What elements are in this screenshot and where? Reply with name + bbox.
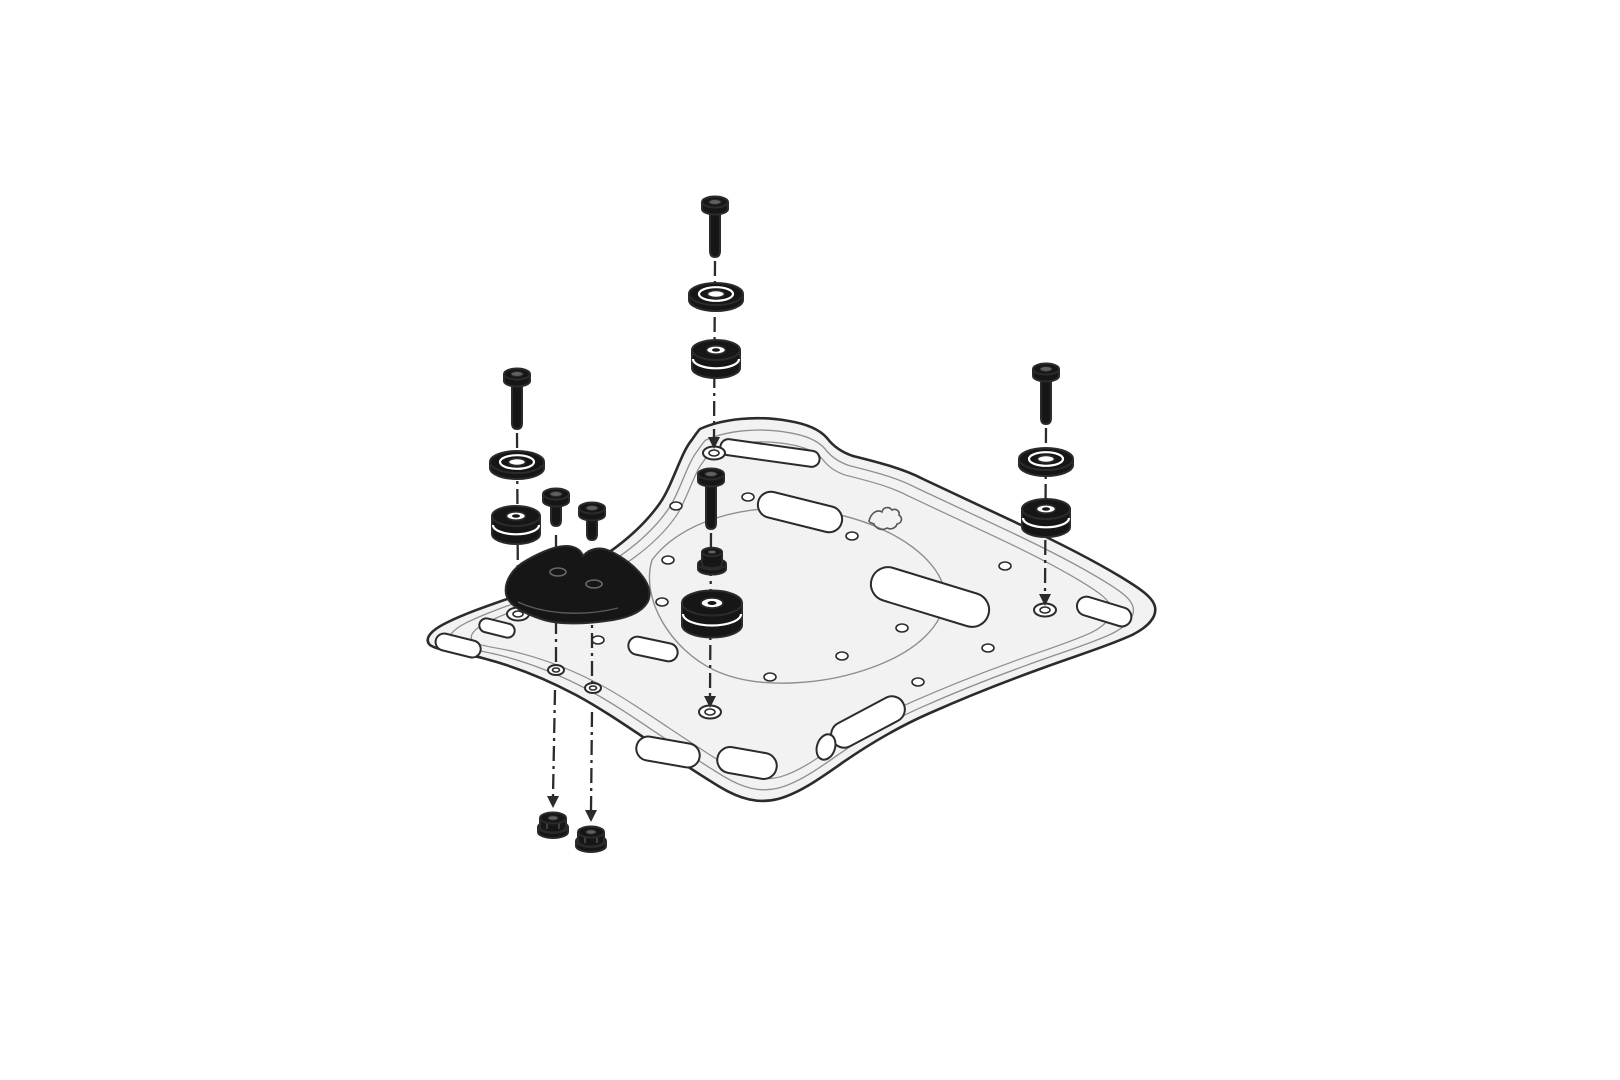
rack-plate <box>426 416 1157 803</box>
plate-hole <box>655 597 669 607</box>
arrow-down-icon <box>1039 594 1051 606</box>
washer-left <box>488 449 546 481</box>
bracket-screw-rear <box>578 501 606 541</box>
plate-cutout <box>719 438 821 468</box>
arrow-down-icon <box>708 437 720 449</box>
bracket-screw-boss <box>549 567 567 577</box>
arrow-down-icon <box>704 696 716 708</box>
screw-top <box>701 195 729 258</box>
plate-hole <box>835 651 849 661</box>
plate-hole <box>741 492 755 502</box>
dash-line <box>589 711 594 811</box>
plate-cutout <box>815 733 837 761</box>
plate-hole <box>895 623 909 633</box>
bracket-ridge <box>517 601 619 614</box>
assembly-axis-right <box>1039 427 1051 606</box>
bracket-screw-boss <box>585 579 603 589</box>
assembly-axis-center <box>704 532 716 708</box>
plate-cutout <box>1075 595 1133 628</box>
plate-hole <box>845 531 859 541</box>
dash-line <box>551 689 557 797</box>
mounting-hole <box>584 682 602 694</box>
washer-right <box>1017 446 1075 478</box>
bracket-body <box>504 545 651 625</box>
screw-left <box>503 367 531 430</box>
bracket-screw-front <box>542 487 570 527</box>
distance-collar <box>697 546 727 576</box>
plate-hole <box>981 643 995 653</box>
plate-hole <box>998 561 1012 571</box>
plate-hole <box>911 677 925 687</box>
plate-cutout <box>716 746 778 780</box>
plate-cutout <box>627 635 679 663</box>
plate-cutout <box>756 490 844 534</box>
plate-cutout <box>434 632 482 659</box>
flange-nut-rear <box>575 825 607 853</box>
flange-nut-front <box>537 811 569 839</box>
arrow-down-icon <box>585 810 597 822</box>
plate-hole <box>669 501 683 511</box>
screw-right <box>1032 362 1060 425</box>
grommet-left <box>490 504 542 546</box>
grommet-right <box>1020 497 1072 539</box>
washer-top <box>687 281 745 313</box>
plate-hole <box>763 672 777 682</box>
grommet-center-large <box>680 589 744 639</box>
plate-cutout <box>478 617 516 639</box>
arrow-down-icon <box>547 796 559 808</box>
grommet-top <box>690 338 742 380</box>
mounting-hole <box>547 664 565 676</box>
brand-mark-icon <box>868 506 903 531</box>
plate-cutout <box>869 566 991 628</box>
mounting-hole <box>1033 602 1057 618</box>
plate-cutout <box>635 735 701 769</box>
plate-hole <box>661 555 675 565</box>
plate-hole <box>591 635 605 645</box>
mounting-bracket <box>504 545 651 625</box>
